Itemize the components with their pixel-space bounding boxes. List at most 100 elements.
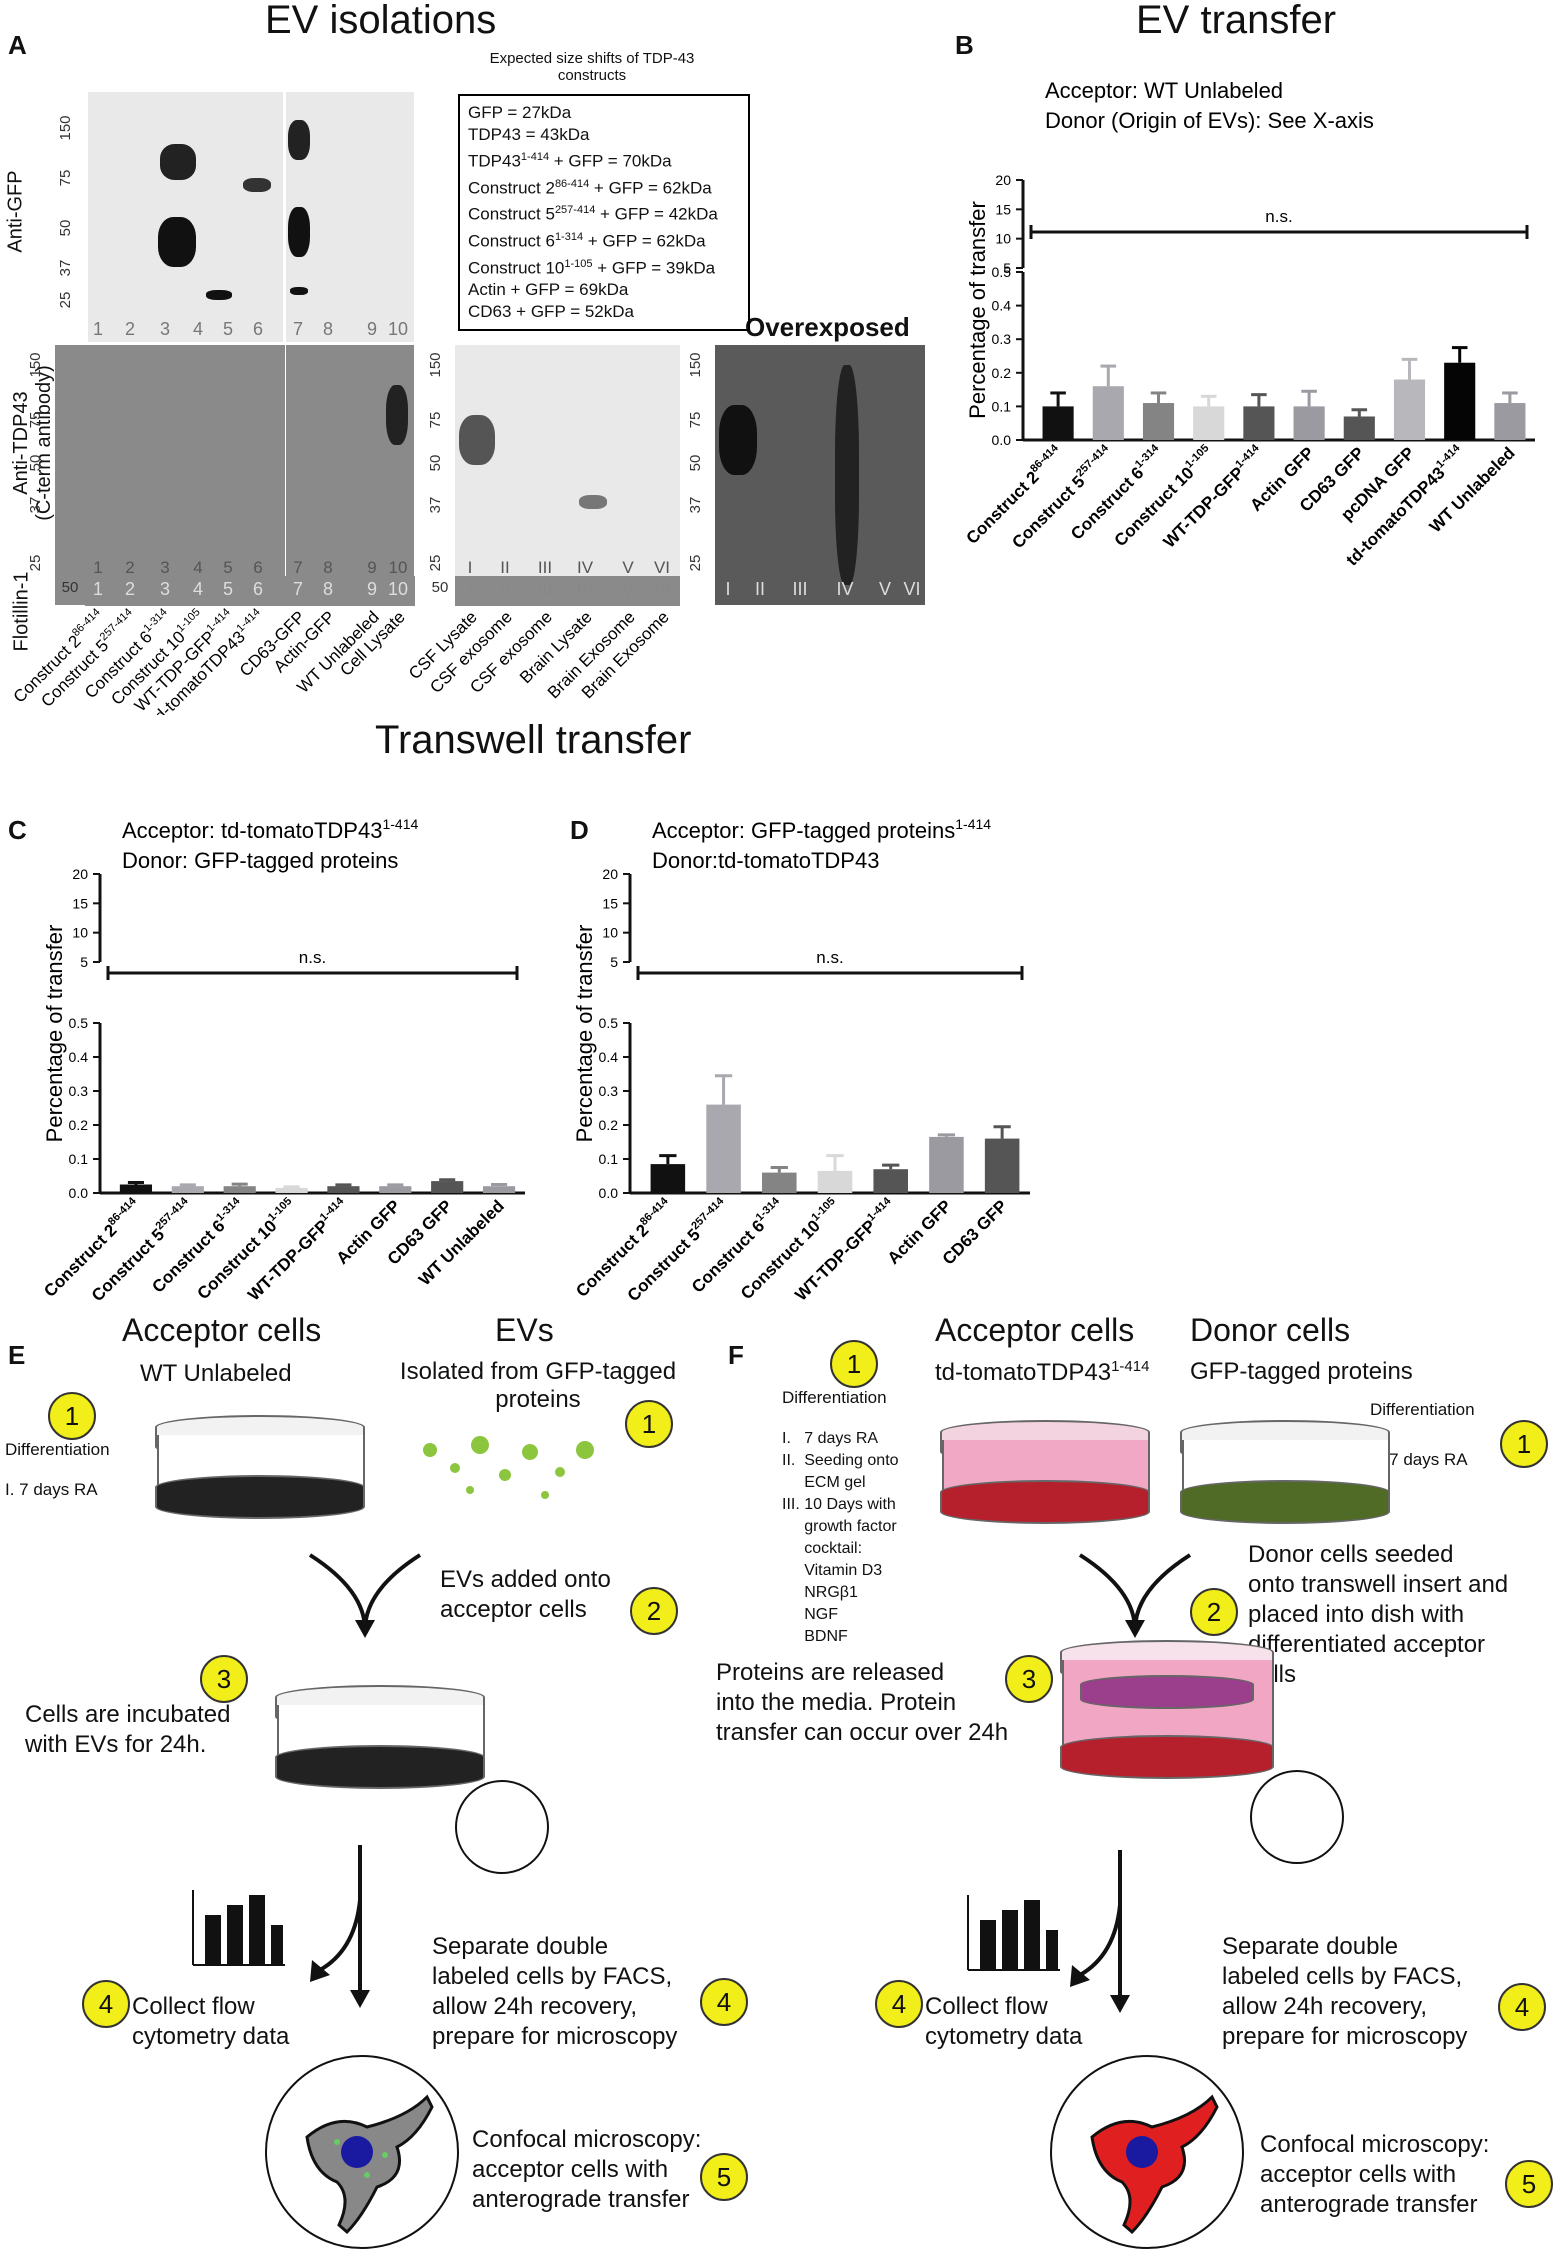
f-step3-line: into the media. Protein	[716, 1689, 957, 1716]
mw-tick: 37	[427, 497, 444, 514]
f-step3-line: Proteins are released	[716, 1659, 945, 1686]
mw-tick: 37	[57, 260, 74, 277]
bar	[650, 1164, 686, 1193]
f-step-2-badge: 2	[1190, 1588, 1238, 1636]
f-step-1-badge: 1	[830, 1340, 878, 1388]
chart-header-line: Donor:td-tomatoTDP43	[652, 848, 879, 873]
f-donor-title: Donor cells	[1190, 1312, 1351, 1348]
bar	[119, 1184, 153, 1193]
panel-letter-f: F	[728, 1340, 744, 1370]
lane-number: 6	[253, 558, 262, 577]
x-tick-label: Construct 5257-414	[622, 1195, 733, 1306]
overexposed-label: Overexposed	[745, 312, 910, 342]
significance-label: n.s.	[299, 948, 326, 967]
f-acceptor-dish	[940, 1420, 1150, 1530]
lane-number: 5	[223, 579, 233, 599]
lane-number: 10	[389, 558, 408, 577]
tdp43-blot-csf	[455, 345, 680, 605]
roman-lane: V	[622, 579, 634, 599]
bar	[706, 1104, 741, 1193]
lane-number: 4	[193, 319, 203, 339]
lane-number: 7	[293, 558, 302, 577]
bar	[1142, 403, 1175, 440]
mw-tick: 25	[27, 555, 44, 572]
bar	[275, 1187, 308, 1193]
mw-tick: 150	[687, 352, 704, 377]
f-acceptor-sub-text: td-tomatoTDP43	[935, 1359, 1112, 1386]
flotillin-blot-right	[455, 576, 680, 606]
merge-arrow	[308, 1553, 422, 1638]
mw-tick: 75	[57, 170, 74, 187]
flot-tick: 50	[62, 579, 79, 596]
down-arrow	[310, 1845, 370, 2008]
y-tick-label: 5	[1003, 260, 1011, 276]
blot-band	[290, 287, 308, 295]
size-shift-entry: TDP43 = 43kDa	[468, 125, 590, 144]
roman-lane: VI	[903, 579, 920, 599]
size-shift-entry: Actin + GFP = 69kDa	[468, 280, 629, 300]
lane-number: 2	[125, 579, 135, 599]
dish-cells	[940, 1480, 1150, 1524]
lane-number: 9	[367, 558, 376, 577]
f-acceptor-step: BDNF	[782, 1628, 848, 1645]
lane-number: 6	[253, 579, 263, 599]
e-evs-sub: Isolated from GFP-tagged proteins	[378, 1358, 698, 1414]
f-step-5-badge: 5	[1505, 2160, 1553, 2208]
x-tick-label: Construct 61-314	[147, 1195, 249, 1297]
e-step3-line: with EVs for 24h.	[25, 1731, 207, 1758]
ev-isolations-title: EV isolations	[265, 0, 497, 42]
y-tick-label: 0.4	[992, 298, 1012, 314]
bar	[1042, 406, 1074, 440]
f-step4-right-line: allow 24h recovery,	[1222, 1993, 1427, 2020]
lane-number: 9	[367, 579, 377, 599]
f-down-arrow	[1070, 1850, 1130, 2013]
e-evs-sub-line: proteins	[495, 1386, 581, 1413]
flot-tick: 50	[432, 579, 449, 596]
y-tick-label: 10	[602, 925, 618, 941]
e-step4-right: Separate double labeled cells by FACS, a…	[432, 1932, 677, 2052]
e-step3: Cells are incubated with EVs for 24h.	[25, 1700, 230, 1760]
f-acceptor-step: NRGβ1	[782, 1584, 858, 1601]
f-acceptor-step: growth factor	[782, 1518, 897, 1535]
f-step4-left-line: Collect flow	[925, 1993, 1048, 2020]
transwell-transfer-title: Transwell transfer	[375, 718, 692, 762]
f-acceptor-step: cocktail:	[782, 1540, 863, 1557]
roman-lane: III	[537, 579, 552, 599]
e-step4-right-line: allow 24h recovery,	[432, 1993, 637, 2020]
roman-lane: VI	[654, 558, 670, 577]
f-diff-label: Differentiation	[782, 1388, 887, 1407]
panel-letter-c: C	[8, 815, 27, 845]
step-2-badge: 2	[630, 1587, 678, 1635]
mw-tick: 50	[427, 455, 444, 472]
e-step4-right-line: prepare for microscopy	[432, 2023, 678, 2050]
y-tick-label: 0.0	[599, 1185, 619, 1201]
e-acceptor-sub: WT Unlabeled	[140, 1360, 292, 1387]
y-tick-label: 0.1	[599, 1151, 619, 1167]
y-axis-label: Percentage of transfer	[572, 925, 597, 1143]
y-tick-label: 0.5	[992, 264, 1012, 280]
e-diff-label: Differentiation	[5, 1440, 110, 1459]
bar	[1494, 403, 1526, 440]
f-zoom-circle	[1250, 1770, 1344, 1864]
roman-lane: V	[879, 579, 891, 599]
f-step2: Donor cells seeded onto transwell insert…	[1248, 1540, 1508, 1690]
e-step5-line: Confocal microscopy:	[472, 2126, 702, 2153]
lane-number: 6	[253, 319, 263, 339]
bar	[223, 1186, 256, 1193]
lane-number: 3	[160, 319, 170, 339]
blot-band	[719, 405, 757, 475]
f-step4-left: Collect flow cytometry data	[925, 1992, 1082, 2052]
f-acceptor-step: Vitamin D3	[782, 1562, 883, 1579]
histogram-icon	[192, 1890, 285, 1966]
bar	[817, 1170, 853, 1193]
f-step-4-badge-right: 4	[1498, 1983, 1546, 2031]
blot-band	[386, 385, 408, 445]
f-step4-right-line: prepare for microscopy	[1222, 2023, 1468, 2050]
f-step-1-badge-donor: 1	[1500, 1420, 1548, 1468]
e-step5-line: acceptor cells with	[472, 2156, 669, 2183]
mw-tick: 25	[57, 292, 74, 309]
size-shift-entry: TDP431-414 + GFP = 70kDa	[468, 151, 672, 171]
chart-header-line: Acceptor: GFP-tagged proteins1-414	[652, 816, 991, 843]
blot-band	[459, 415, 495, 465]
blot-band	[288, 120, 310, 160]
